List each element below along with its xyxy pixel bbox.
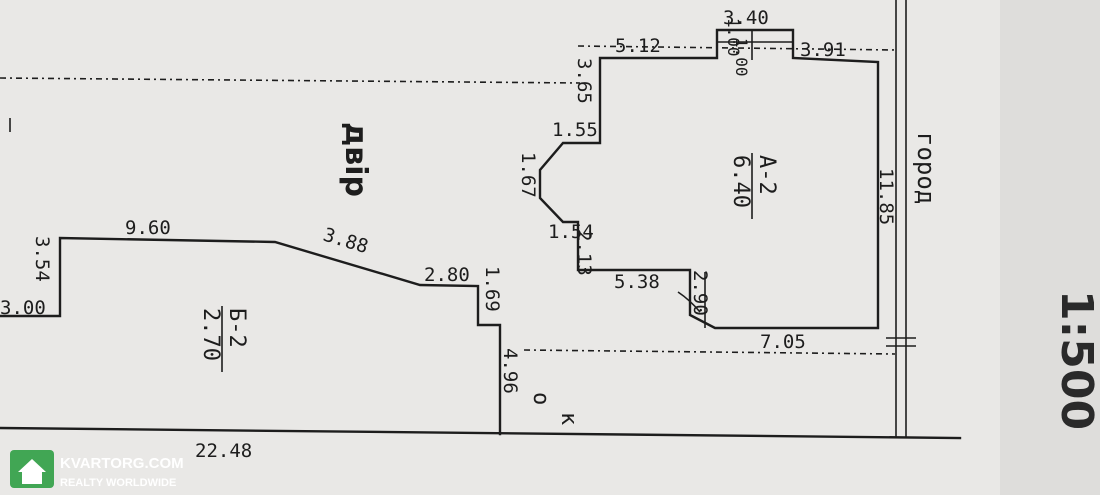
courtyard-label: двір xyxy=(338,122,373,197)
building-a-height: 6.40 xyxy=(728,155,753,208)
scale-text: 1:500 xyxy=(1051,290,1100,430)
dim-1-67: 1.67 xyxy=(517,152,539,198)
page-edge xyxy=(1000,0,1100,495)
watermark: KVARTORG.COM REALTY WORLDWIDE xyxy=(10,450,184,489)
dim-2-13: 2.13 xyxy=(573,230,595,276)
dim-1-69: 1.69 xyxy=(481,266,503,312)
garden-label: город xyxy=(912,132,940,204)
dim-3-91: 3.91 xyxy=(800,39,846,61)
dim-2-90: 2.90 xyxy=(689,270,711,316)
stair-curve xyxy=(677,291,701,313)
dim-5-12: 5.12 xyxy=(615,35,661,57)
dim-3-40: 3.40 xyxy=(723,7,769,29)
building-a-label: А-2 6.40 xyxy=(728,153,779,219)
dim-2-80: 2.80 xyxy=(424,264,470,286)
watermark-brand: KVARTORG.COM xyxy=(60,455,184,472)
building-b-outline xyxy=(0,236,502,436)
dim-1-00-b: 1.00 xyxy=(732,38,751,77)
dim-3-00: 3.00 xyxy=(0,297,46,319)
dim-5-38: 5.38 xyxy=(614,271,660,293)
dim-1-55: 1.55 xyxy=(552,119,598,141)
side-label-k: к xyxy=(556,412,581,425)
dim-3-65: 3.65 xyxy=(573,58,595,104)
fence-line-upper xyxy=(577,45,896,51)
dim-22-48: 22.48 xyxy=(195,440,252,462)
dim-1-00-a: 1.00 xyxy=(724,18,743,57)
dim-11-85: 11.85 xyxy=(875,168,897,225)
bottom-boundary-line xyxy=(0,426,962,440)
building-b-height: 2.70 xyxy=(198,308,223,361)
watermark-tagline: REALTY WORLDWIDE xyxy=(60,477,176,489)
fence-line-lower xyxy=(523,349,896,355)
dim-7-05: 7.05 xyxy=(760,331,806,353)
dim-4-96: 4.96 xyxy=(499,348,521,394)
dim-3-54: 3.54 xyxy=(31,236,53,282)
dim-9-60: 9.60 xyxy=(125,217,171,239)
house-icon xyxy=(18,459,46,484)
building-a-outline xyxy=(538,28,880,330)
building-b-label: Б-2 2.70 xyxy=(198,306,249,372)
fence-line-top xyxy=(0,77,581,84)
dim-1-54: 1.54 xyxy=(548,221,594,243)
building-a-name: А-2 xyxy=(754,155,779,195)
side-label-o: о xyxy=(528,392,553,405)
building-b-name: Б-2 xyxy=(224,308,249,348)
